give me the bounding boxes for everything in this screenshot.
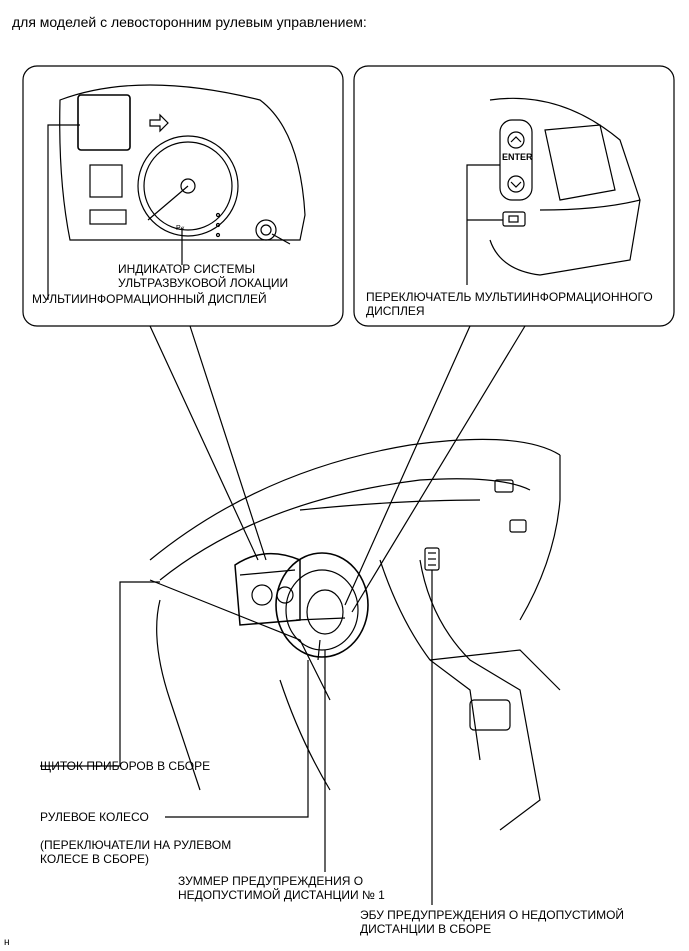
label-cluster: ЩИТОК ПРИБОРОВ В СБОРЕ bbox=[40, 759, 211, 773]
label-wheel-switch-line2: КОЛЕСЕ В СБОРЕ) bbox=[40, 852, 150, 866]
dashboard-illustration bbox=[149, 438, 561, 831]
leader-switch bbox=[466, 164, 500, 285]
steering-switch-illustration bbox=[489, 97, 641, 276]
label-switch-line2: ДИСПЛЕЯ bbox=[366, 304, 425, 318]
switch-detail-panel bbox=[353, 65, 675, 327]
enter-label: ENTER bbox=[502, 152, 533, 162]
label-indicator-line1: ИНДИКАТОР СИСТЕМЫ bbox=[118, 262, 256, 276]
label-ecu-line1: ЭБУ ПРЕДУПРЕЖДЕНИЯ О НЕДОПУСТИМОЙ bbox=[360, 908, 625, 922]
label-multi-display: МУЛЬТИИНФОРМАЦИОННЫЙ ДИСПЛЕЙ bbox=[32, 292, 267, 306]
label-ecu-line2: ДИСТАНЦИИ В СБОРЕ bbox=[360, 922, 492, 936]
cluster-illustration bbox=[59, 84, 306, 245]
page-heading: для моделей с левосторонним рулевым упра… bbox=[12, 14, 367, 30]
label-switch-line1: ПЕРЕКЛЮЧАТЕЛЬ МУЛЬТИИНФОРМАЦИОННОГО bbox=[366, 290, 653, 304]
label-buzzer-line2: НЕДОПУСТИМОЙ ДИСТАНЦИИ № 1 bbox=[178, 888, 385, 902]
label-wheel: РУЛЕВОЕ КОЛЕСО bbox=[40, 810, 149, 824]
leader-cluster bbox=[40, 581, 160, 767]
figure-code: н bbox=[4, 937, 10, 948]
label-wheel-switch-line1: (ПЕРЕКЛЮЧАТЕЛИ НА РУЛЕВОМ bbox=[40, 838, 232, 852]
cluster-detail-panel bbox=[22, 65, 344, 327]
leader-multi-display bbox=[47, 124, 80, 300]
leader-wheel bbox=[165, 660, 309, 818]
label-indicator-line2: УЛЬТРАЗВУКОВОЙ ЛОКАЦИИ bbox=[118, 276, 289, 290]
indicator-icon-text: P« bbox=[176, 225, 185, 232]
label-buzzer-line1: ЗУММЕР ПРЕДУПРЕЖДЕНИЯ О bbox=[178, 874, 364, 888]
